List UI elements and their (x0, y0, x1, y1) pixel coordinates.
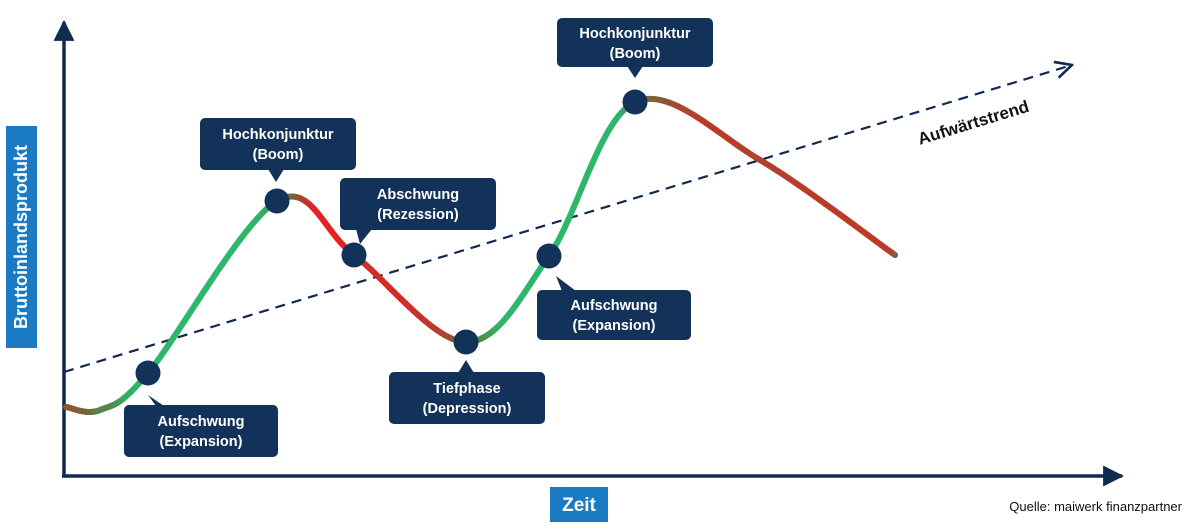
source-caption: Quelle: maiwerk finanzpartner (1009, 499, 1182, 514)
callout-pointer (556, 276, 576, 291)
callout-box (124, 405, 278, 457)
callout-hochkonjunktur-1: Hochkonjunktur (Boom) (200, 118, 356, 182)
callout-box (340, 178, 496, 230)
callout-abschwung: Abschwung (Rezession) (340, 178, 496, 244)
marker-aufschwung-1 (135, 360, 161, 386)
callout-pointer (627, 66, 643, 78)
business-cycle-curve (63, 95, 898, 415)
callout-line-2: (Depression) (423, 401, 512, 417)
callout-line-2: (Expansion) (160, 434, 243, 450)
callout-line-2: (Boom) (253, 147, 304, 163)
marker-hochkonjunktur-1 (264, 188, 290, 214)
callout-line-2: (Rezession) (377, 207, 459, 223)
callout-line-2: (Expansion) (573, 318, 656, 334)
trend-line (63, 65, 1072, 374)
x-axis-label: Zeit (550, 487, 608, 522)
callout-box (537, 290, 691, 340)
callout-pointer (268, 169, 284, 182)
callout-line-1: Hochkonjunktur (579, 26, 691, 42)
callout-aufschwung-1: Aufschwung (Expansion) (124, 395, 278, 457)
marker-abschwung (341, 242, 367, 268)
callout-line-1: Aufschwung (571, 298, 658, 314)
callout-hochkonjunktur-2: Hochkonjunktur (Boom) (557, 18, 713, 78)
callout-line-1: Aufschwung (158, 414, 245, 430)
callout-pointer (356, 229, 372, 244)
phase-markers (135, 89, 648, 386)
callout-box (557, 18, 713, 67)
marker-hochkonjunktur-2 (622, 89, 648, 115)
callout-line-2: (Boom) (610, 46, 661, 62)
callout-line-1: Tiefphase (433, 381, 500, 397)
callout-pointer (148, 395, 164, 406)
trend-label: Aufwärtstrend (916, 97, 1032, 149)
callout-line-1: Hochkonjunktur (222, 127, 334, 143)
svg-text:Bruttoinlandsprodukt: Bruttoinlandsprodukt (11, 145, 31, 329)
marker-aufschwung-2 (536, 243, 562, 269)
callout-box (200, 118, 356, 170)
marker-tiefphase (453, 329, 479, 355)
callout-box (389, 372, 545, 424)
svg-text:Zeit: Zeit (562, 495, 596, 516)
callout-pointer (458, 360, 474, 373)
y-axis-label: Bruttoinlandsprodukt (6, 126, 37, 348)
callout-tiefphase: Tiefphase (Depression) (389, 360, 545, 424)
callout-aufschwung-2: Aufschwung (Expansion) (537, 276, 691, 340)
callout-line-1: Abschwung (377, 187, 459, 203)
